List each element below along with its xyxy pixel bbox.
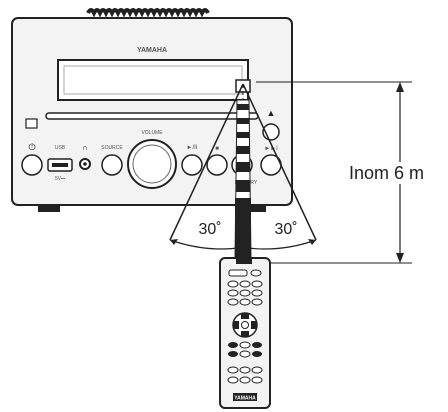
ir-beam-segment-5: [236, 162, 250, 172]
dimension-arrow-top: [396, 82, 404, 92]
distance-dimension: Inom 6 m: [256, 81, 448, 264]
remote-button-r3c2[interactable]: [239, 298, 251, 306]
ir-beam-segment-6: [236, 180, 250, 192]
usb-sub-label: 5V⎓: [55, 176, 65, 182]
remote-button-r6c2[interactable]: [239, 366, 251, 374]
remote-button-r2c3[interactable]: [251, 289, 263, 297]
usb-label: USB: [55, 145, 66, 151]
headphone-icon: ∩: [82, 143, 88, 152]
angle-right-label: 30˚: [274, 221, 297, 238]
angle-arc-left: [169, 239, 239, 250]
remote-power-button[interactable]: [228, 269, 248, 277]
disc-indicator-icon: [25, 118, 38, 129]
power-button[interactable]: [21, 154, 43, 176]
eject-icon[interactable]: ▲: [267, 108, 276, 118]
dimension-arrow-bottom: [396, 253, 404, 263]
headphone-jack-hole: [83, 162, 87, 166]
volume-knob-ring: [132, 144, 172, 184]
stop-button[interactable]: [206, 154, 228, 176]
remote-brand-logo: YAMAHA: [234, 396, 256, 402]
remote-button-r3c3[interactable]: [251, 298, 263, 306]
remote-dpad-down[interactable]: [241, 331, 249, 337]
remote-dpad-up[interactable]: [241, 313, 249, 319]
main-unit: YAMAHA ▲ ⏻ USB 5V⎓ ∩ SOURCE VOLUME: [11, 8, 293, 212]
remote-button-r4c1[interactable]: [228, 342, 238, 348]
remote-ir-emitter: [236, 258, 252, 264]
remote-button-r6c3[interactable]: [251, 366, 263, 374]
angle-arrow-left: [170, 239, 178, 245]
unit-foot-left: [38, 205, 60, 212]
unit-foot-right: [244, 205, 266, 212]
remote-button-r3c1[interactable]: [227, 298, 239, 306]
cone-right-edge: [242, 83, 317, 241]
remote-button-r7c1[interactable]: [227, 376, 239, 384]
cone-left-edge: [169, 83, 244, 241]
remote-button-r5c3[interactable]: [252, 351, 262, 357]
source-label: SOURCE: [101, 145, 123, 151]
top-vent: [86, 8, 210, 18]
volume-knob[interactable]: [127, 139, 177, 189]
remote-button-r5c1[interactable]: [228, 351, 238, 357]
stop-label: ■: [215, 146, 219, 152]
remote-dpad-center[interactable]: [241, 321, 249, 329]
volume-label: VOLUME: [141, 130, 163, 136]
remote-button-r2c1[interactable]: [227, 289, 239, 297]
remote-button-r2c2[interactable]: [239, 289, 251, 297]
distance-label-bg: [348, 162, 448, 184]
source-button[interactable]: [101, 154, 123, 176]
ir-beam-segment-2: [237, 118, 249, 124]
ir-beam-segment-1: [237, 104, 249, 110]
remote-button-r1c3[interactable]: [251, 280, 263, 288]
remote-top-button-1[interactable]: [250, 269, 262, 277]
remote-button-r1c1[interactable]: [227, 280, 239, 288]
power-icon: ⏻: [28, 142, 35, 152]
remote-button-r7c2[interactable]: [239, 376, 251, 384]
distance-label: Inom 6 m: [349, 163, 424, 183]
play-pause-button[interactable]: [181, 154, 203, 176]
unit-brand-logo: YAMAHA: [137, 47, 167, 54]
ir-beam-segment-3: [237, 132, 249, 138]
ir-beam-segment-4: [236, 146, 250, 154]
remote-control: YAMAHA: [219, 257, 271, 409]
usb-port-slot: [52, 163, 68, 167]
angle-arc-right: [247, 239, 317, 250]
angle-arrow-right: [308, 239, 316, 245]
remote-button-r4c2[interactable]: [239, 341, 251, 349]
remote-button-r1c2[interactable]: [239, 280, 251, 288]
disc-slot: [45, 112, 259, 120]
remote-button-r4c3[interactable]: [252, 342, 262, 348]
remote-dpad-right[interactable]: [251, 321, 257, 329]
remote-dpad-left[interactable]: [233, 321, 239, 329]
next-label: ►►I: [264, 146, 278, 152]
play-pause-label: ►/II: [187, 145, 198, 151]
remote-button-r6c1[interactable]: [227, 366, 239, 374]
remote-button-r7c3[interactable]: [251, 376, 263, 384]
remote-button-r5c2[interactable]: [239, 350, 251, 358]
ir-beam-segment-7: [235, 198, 251, 258]
angle-left-label: 30˚: [198, 221, 221, 238]
remote-logo-plate: [233, 393, 257, 401]
